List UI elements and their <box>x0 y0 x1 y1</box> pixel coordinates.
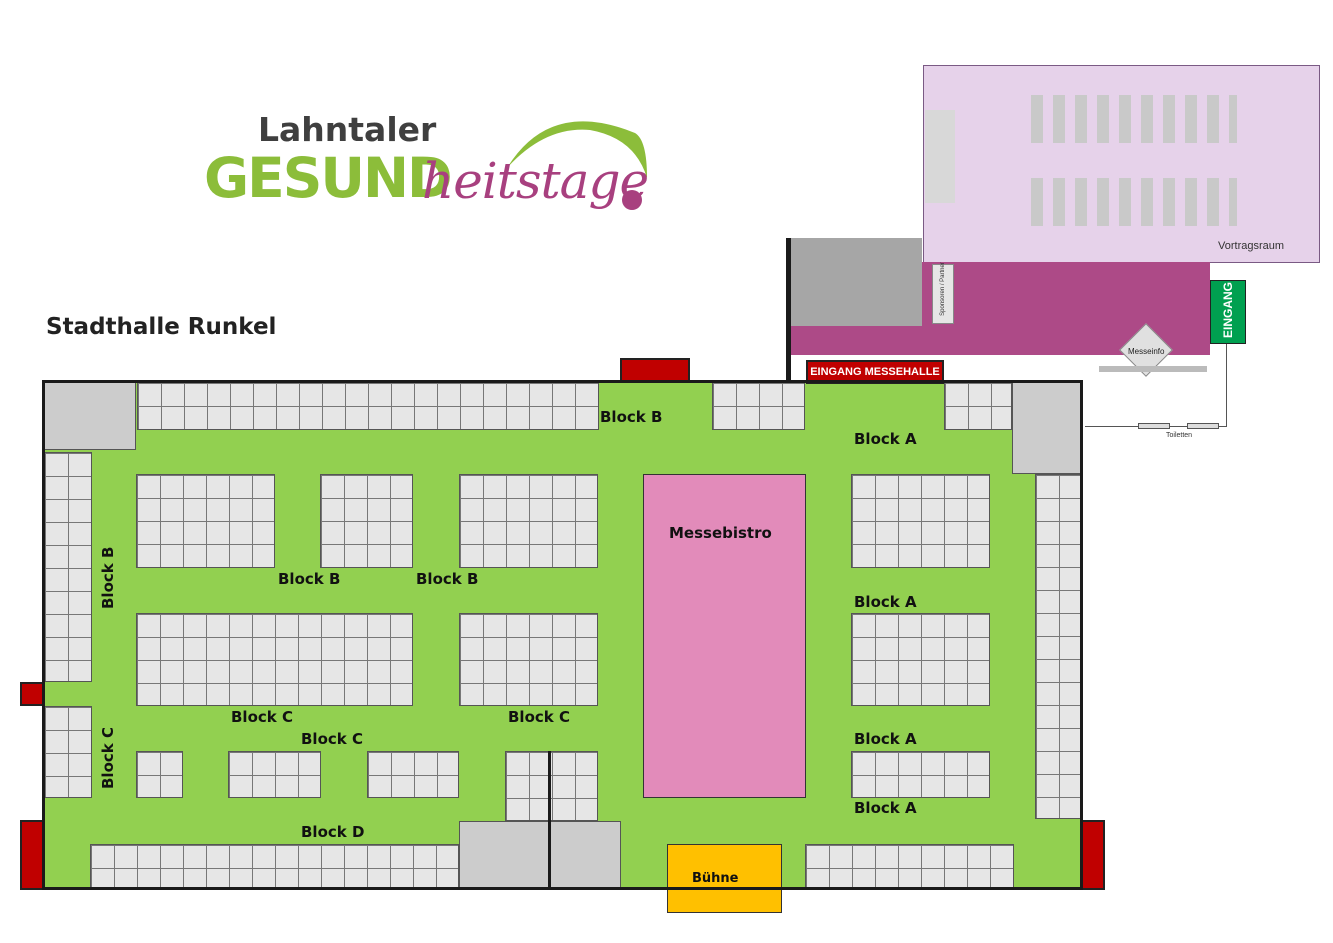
stand-row <box>805 844 1014 890</box>
logo-heitstage: heitstage <box>422 152 649 210</box>
stage <box>667 844 782 913</box>
block-a-mid-2-label: Block A <box>854 730 917 748</box>
sponsoren-panel <box>932 264 954 324</box>
sponsoren-label: Sponsoren / Partner <box>940 262 946 316</box>
stand-block <box>851 474 990 568</box>
block-c-3-label: Block C <box>301 730 363 748</box>
stand-block <box>459 613 598 706</box>
stand-row <box>90 844 459 890</box>
stand-block <box>851 613 990 706</box>
lecture-room-screen <box>925 110 955 203</box>
main-entrance-label: EINGANG <box>1221 282 1235 339</box>
block-b-side-label: Block B <box>99 546 117 609</box>
entrance-hall-label: EINGANG MESSEHALLE <box>810 366 940 378</box>
toilet-fixture <box>1187 423 1219 429</box>
chair-block <box>1031 178 1237 226</box>
block-b-mid-2-label: Block B <box>416 570 479 588</box>
corner-area <box>44 382 136 450</box>
logo-swoosh-icon <box>507 121 647 210</box>
stand-block <box>320 474 413 568</box>
messebistro <box>643 474 806 798</box>
block-c-1-label: Block C <box>231 708 293 726</box>
door-bottom-left[interactable] <box>20 820 44 890</box>
stand-block <box>851 751 990 798</box>
stand-column <box>1035 474 1081 819</box>
stand-row <box>137 382 599 430</box>
venue-title: Stadthalle Runkel <box>46 314 277 340</box>
stand-row <box>944 382 1012 430</box>
door-top[interactable] <box>620 358 690 382</box>
logo-line1: Lahntaler <box>258 110 437 149</box>
foyer-gray-area <box>790 238 922 326</box>
corner-area <box>459 821 621 890</box>
toilets-label: Toiletten <box>1166 432 1193 439</box>
door-left[interactable] <box>20 682 44 706</box>
stand-block <box>459 474 598 568</box>
stand-block <box>367 751 459 798</box>
corner-area <box>1012 382 1081 474</box>
toilet-fixture <box>1138 423 1170 429</box>
block-a-bottom-label: Block A <box>854 799 917 817</box>
logo-gesund: GESUND <box>204 146 453 210</box>
chair-block <box>1031 95 1237 143</box>
stand-block <box>136 474 275 568</box>
block-d-label: Block D <box>301 823 365 841</box>
lecture-room-label: Vortragsraum <box>1218 240 1285 252</box>
messebistro-label: Messebistro <box>669 524 772 542</box>
main-entrance[interactable] <box>1210 280 1246 344</box>
block-c-2-label: Block C <box>508 708 570 726</box>
stand-row <box>712 382 805 430</box>
stand-column <box>44 706 92 798</box>
stand-column <box>44 452 92 682</box>
door-bottom-right[interactable] <box>1081 820 1105 890</box>
stage-label: Bühne <box>692 871 739 886</box>
messeinfo-label: Messeinfo <box>1128 347 1165 356</box>
stand-block <box>136 613 413 706</box>
stand-block <box>505 751 598 821</box>
block-a-mid-1-label: Block A <box>854 593 917 611</box>
block-b-top-label: Block B <box>600 408 663 426</box>
stand-block <box>136 751 183 798</box>
block-a-top-label: Block A <box>854 430 917 448</box>
block-c-side-label: Block C <box>99 727 117 789</box>
block-b-mid-1-label: Block B <box>278 570 341 588</box>
stand-block <box>228 751 321 798</box>
